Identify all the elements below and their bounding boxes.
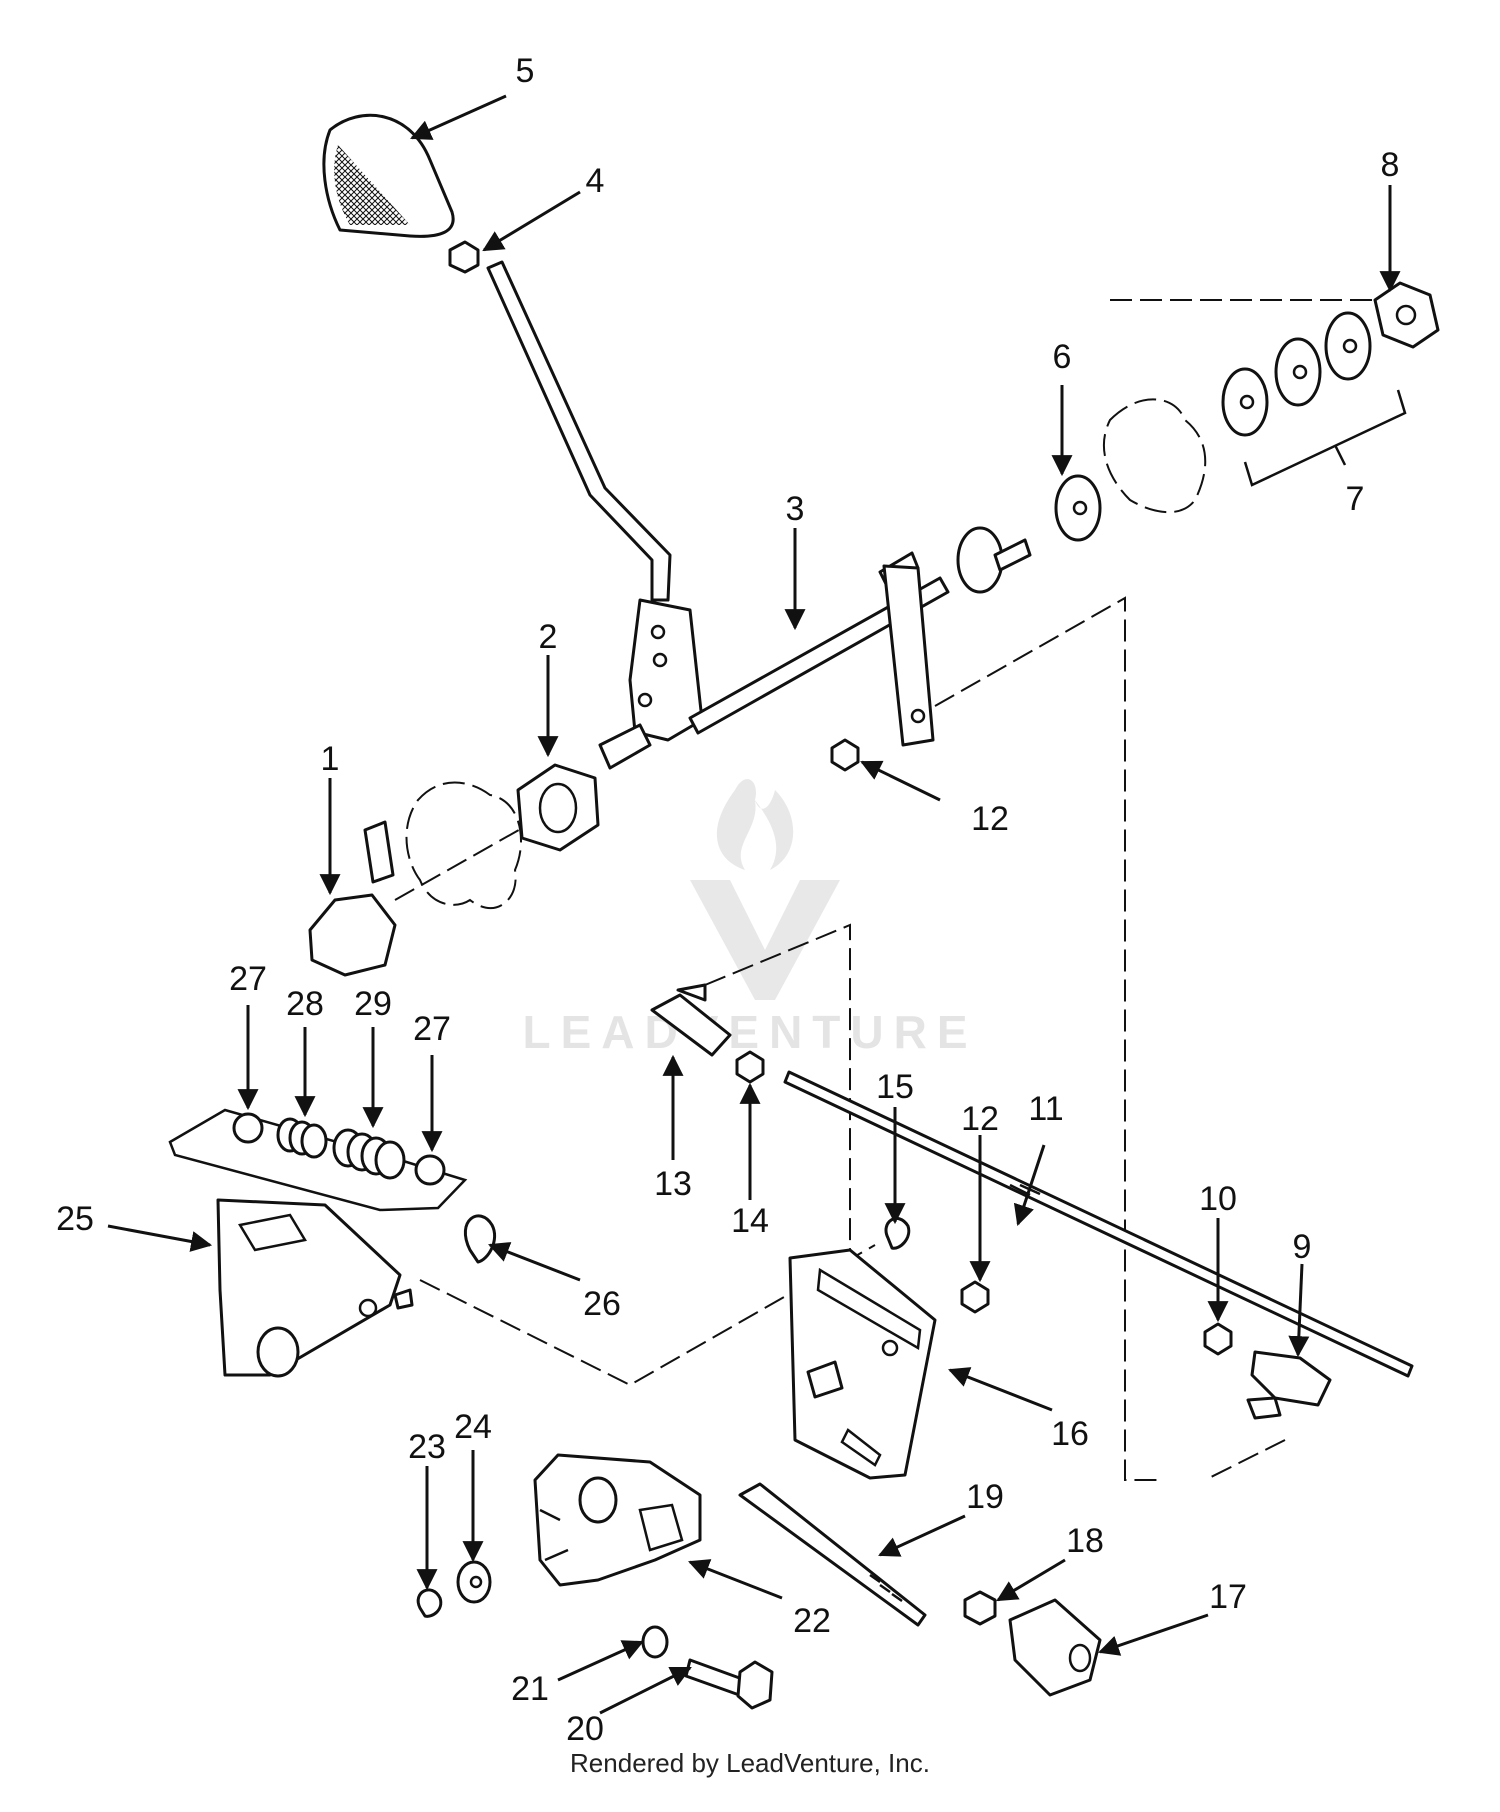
washer-part-24 (456, 1560, 492, 1604)
callout-6: 6 (1053, 338, 1072, 376)
callout-15: 15 (876, 1068, 914, 1106)
callout-28: 28 (286, 985, 324, 1023)
callout-9: 9 (1293, 1228, 1312, 1266)
shift-lever (486, 260, 704, 742)
callout-24: 24 (454, 1408, 492, 1446)
callout-7: 7 (1346, 480, 1365, 518)
callout-1: 1 (321, 740, 340, 778)
shaft-bracket (882, 564, 935, 747)
callout-13: 13 (654, 1165, 692, 1203)
callout-20: 20 (566, 1710, 604, 1748)
callout-25: 25 (56, 1200, 94, 1238)
swivel-part-9 (1246, 1350, 1332, 1420)
nut-part-18 (963, 1590, 997, 1626)
washer-part-6 (1054, 474, 1102, 542)
callout-2: 2 (539, 618, 558, 656)
callout-18: 18 (1066, 1522, 1104, 1560)
nut-part-12-lower (960, 1280, 990, 1314)
callout-29: 29 (354, 985, 392, 1023)
clip-part-15 (884, 1217, 911, 1250)
nut-part-10 (1203, 1322, 1233, 1356)
bracket-part-22 (533, 1453, 702, 1587)
watermark-text: LEADVENTURE (522, 1006, 977, 1058)
washer-part-21 (641, 1625, 669, 1659)
cap-part-27-left (232, 1112, 264, 1144)
washer-part-7c (1324, 311, 1372, 381)
nut-part-14 (735, 1050, 765, 1084)
shift-knob-part-5 (322, 113, 455, 238)
callout-19: 19 (966, 1478, 1004, 1516)
rod-end-part-17 (1008, 1598, 1102, 1697)
washer-part-7b (1274, 337, 1322, 407)
watermark-logo: LEADVENTURE (522, 779, 977, 1058)
bolt-part-1 (308, 820, 397, 977)
jam-nut-part-4 (448, 240, 480, 274)
callout-10: 10 (1199, 1180, 1237, 1218)
plate-part-16 (788, 1248, 937, 1480)
callout-labels: 1 2 3 4 5 6 7 8 9 10 11 12 12 13 14 15 1… (56, 52, 1399, 1748)
callout-27-right: 27 (413, 1010, 451, 1048)
callout-23: 23 (408, 1428, 446, 1466)
footer-credit: Rendered by LeadVenture, Inc. (570, 1748, 930, 1778)
callout-4: 4 (586, 162, 605, 200)
nut-part-2 (516, 763, 600, 852)
cap-part-27-right (414, 1154, 446, 1186)
callout-12-lower: 12 (961, 1100, 999, 1138)
spring-part-29 (332, 1128, 406, 1180)
callout-11: 11 (1028, 1090, 1063, 1128)
callout-5: 5 (516, 52, 535, 90)
callout-3: 3 (786, 490, 805, 528)
washer-part-7a (1221, 367, 1269, 437)
callout-17: 17 (1209, 1578, 1247, 1616)
nut-part-12-upper (830, 738, 860, 772)
callout-26: 26 (583, 1285, 621, 1323)
spring-part-28 (276, 1117, 328, 1159)
nut-part-8 (1373, 281, 1440, 349)
e-clip-part-26 (463, 1214, 497, 1264)
linkage-part-13 (650, 983, 732, 1057)
callout-8: 8 (1381, 146, 1400, 184)
bolt-part-20 (684, 1658, 774, 1710)
callout-12-upper: 12 (971, 800, 1009, 838)
leader-arrows (107, 94, 1401, 1715)
callout-16: 16 (1051, 1415, 1089, 1453)
callout-27-left: 27 (229, 960, 267, 998)
rod-part-19 (738, 1482, 927, 1627)
plate-part-25 (216, 1198, 414, 1378)
callout-22: 22 (793, 1602, 831, 1640)
callout-14: 14 (731, 1202, 769, 1240)
callout-21: 21 (511, 1670, 549, 1708)
clip-part-23 (416, 1588, 443, 1618)
